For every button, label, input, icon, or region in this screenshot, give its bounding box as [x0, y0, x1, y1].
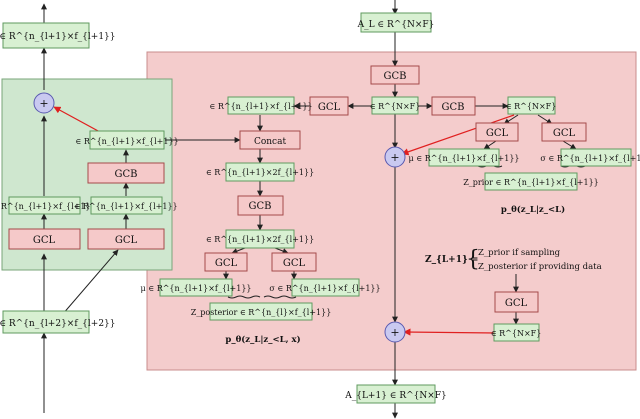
- gcl-left-label: GCL: [33, 235, 56, 246]
- a-bottom-box: [356, 384, 436, 404]
- a-top-box: [360, 12, 432, 33]
- z-l1-equation: Z_{L+1} =: [425, 255, 478, 265]
- gcl-bottom-box: [494, 291, 539, 313]
- left-top-feature-box: [2, 22, 90, 49]
- bottom-feature-label: ∈ R^{N×F}: [491, 329, 542, 338]
- z-prior-label: Z_prior ∈ R^{n_{l+1}×f_{l+1}}: [463, 178, 599, 187]
- gcl-center-left-label: GCL: [318, 102, 341, 113]
- feature-2f-bottom-box: [225, 229, 295, 249]
- center-left-feature-box: [227, 96, 295, 115]
- gcb-mid-box: [237, 195, 284, 216]
- right-feature-box: [507, 96, 556, 115]
- center-feature-label: ∈ R^{N×F}: [370, 102, 421, 111]
- z-post-label: Z_posterior ∈ R^{n_{l}×f_{l+1}}: [191, 308, 332, 317]
- right-feature-label: ∈ R^{N×F}: [506, 102, 557, 111]
- case-prior-line: Z_prior if sampling: [478, 248, 561, 258]
- red-arrows: [53, 106, 515, 336]
- gcb-right-label: GCB: [442, 102, 465, 113]
- gcl-post-left-label: GCL: [215, 258, 238, 269]
- gcb-right-box: [431, 96, 476, 116]
- gcl-prior-left-label: GCL: [486, 128, 509, 139]
- sigma-prior-box: [560, 148, 632, 167]
- gcl-right-label: GCL: [115, 235, 138, 246]
- green-upper-feature-box: [89, 130, 165, 150]
- a-top-label: A_L ∈ R^{N×F}: [357, 20, 435, 30]
- concat-label: Concat: [254, 137, 287, 147]
- feature-2f-top-label: ∈ R^{n_{l+1}×2f_{l+1}}: [206, 168, 314, 177]
- gcb-top-box: [370, 65, 420, 85]
- gcb-mid-label: GCB: [249, 201, 272, 212]
- gcl-prior-right-label: GCL: [553, 128, 576, 139]
- gcb-green-label: GCB: [115, 169, 138, 180]
- concat-box: [239, 130, 301, 150]
- left-bottom-feature-label: E(X) ∈ R^{n_{l+2}×f_{l+2}}: [0, 318, 116, 329]
- center-lower-plus-node: [384, 321, 406, 343]
- green-right-feature-box: [90, 196, 163, 215]
- connectors: [41, 0, 577, 419]
- gcl-right-box: [87, 228, 165, 250]
- green-right-feature-label: ∈ R^{n_{l+1}×f_{l+1}}: [74, 202, 177, 211]
- p-post-caption: p_θ(z_L|z_<L, x): [225, 334, 300, 345]
- sigma-post-label: σ ∈ R^{n_{l+1}×f_{l+1}}: [269, 284, 380, 293]
- green-left-feature-box: [8, 196, 81, 215]
- green-upper-feature-label: ∈ R^{n_{l+1}×f_{l+1}}: [75, 137, 178, 146]
- left-bottom-feature-box: [2, 310, 90, 334]
- green-left-feature-label: ∈ R^{n_{l+1}×f_{l+1}}: [0, 202, 96, 211]
- gcl-post-left-box: [204, 252, 248, 272]
- center-upper-plus-symbol: +: [390, 151, 399, 164]
- sigma-prior-label: σ ∈ R^{n_{l+1}×f_{l+1}}: [540, 154, 640, 163]
- feature-2f-bottom-label: ∈ R^{n_{l+1}×2f_{l+1}}: [206, 235, 314, 244]
- left-plus-node: [33, 92, 55, 114]
- p-prior-caption: p_θ(z_L|z_<L): [501, 204, 565, 215]
- sigma-post-box: [291, 278, 360, 297]
- center-upper-plus-node: [384, 146, 406, 168]
- bottom-feature-box: [493, 323, 540, 342]
- case-brace: {: [466, 247, 480, 272]
- z-post-box: [209, 302, 313, 321]
- center-lower-plus-symbol: +: [390, 326, 399, 339]
- mu-post-label: μ ∈ R^{n_{l+1}×f_{l+1}}: [141, 284, 252, 293]
- mu-prior-label: μ ∈ R^{n_{l+1}×f_{l+1}}: [409, 154, 520, 163]
- feature-2f-top-box: [225, 162, 295, 182]
- gcb-top-label: GCB: [384, 71, 407, 82]
- left-top-feature-label: E(X) ∈ R^{n_{l+1}×f_{l+1}}: [0, 31, 116, 42]
- center-left-feature-label: ∈ R^{n_{l+1}×f_{l+1}}: [209, 102, 312, 111]
- gcl-bottom-label: GCL: [505, 298, 528, 309]
- gcl-center-left-box: [309, 96, 349, 116]
- gcl-left-box: [8, 228, 81, 250]
- gcl-prior-right-box: [541, 122, 587, 142]
- z-prior-box: [484, 172, 578, 191]
- gcb-green-box: [87, 162, 165, 184]
- gcl-post-right-box: [271, 252, 317, 272]
- a-bottom-label: A_{L+1} ∈ R^{N×F}: [344, 391, 447, 401]
- gcl-prior-left-box: [475, 122, 519, 142]
- left-plus-symbol: +: [39, 97, 48, 110]
- mu-prior-box: [428, 148, 500, 167]
- case-posterior-line: Z_posterior if providing data: [478, 262, 602, 272]
- center-feature-box: [371, 96, 419, 115]
- gcl-post-right-label: GCL: [283, 258, 306, 269]
- mu-post-box: [159, 278, 233, 297]
